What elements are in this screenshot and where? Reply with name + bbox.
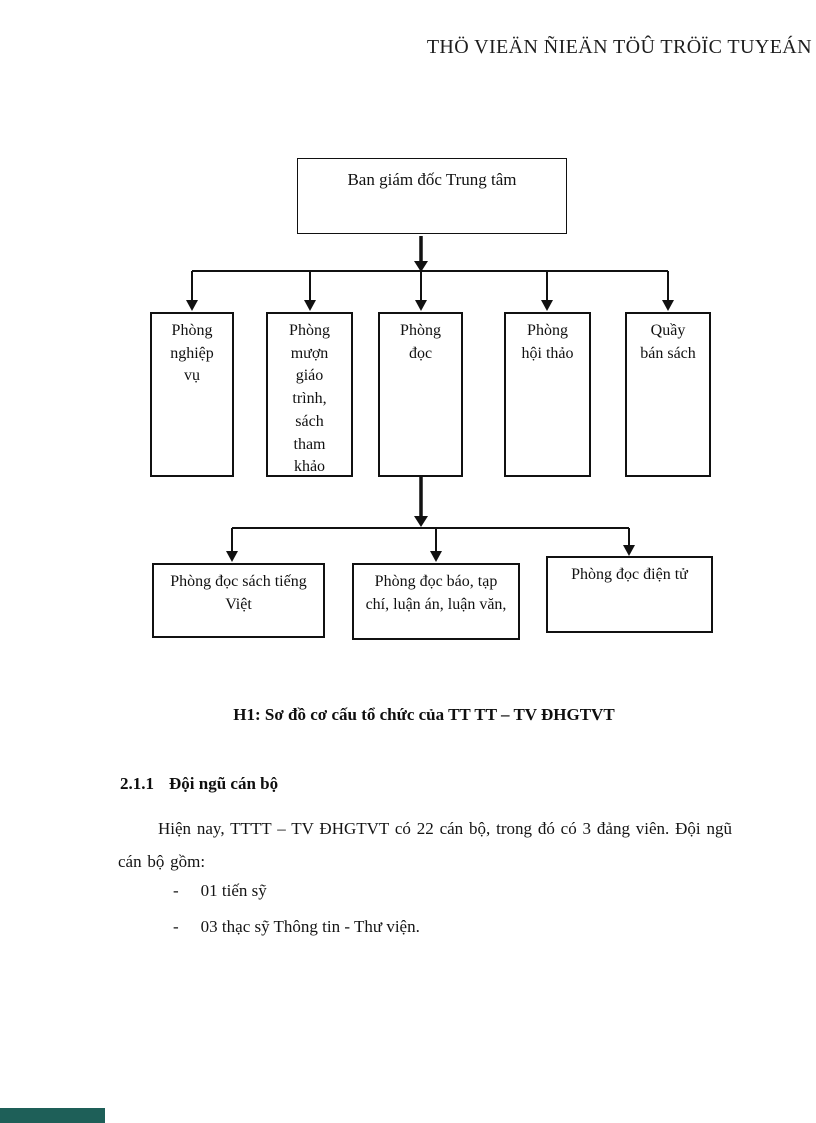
list-item: - 01 tiến sỹ <box>173 881 267 901</box>
org-box-professional-dept: Phòng nghiệp vụ <box>150 312 234 477</box>
section-title: Đội ngũ cán bộ <box>169 774 279 793</box>
watermark-bar <box>0 1108 105 1123</box>
section-heading: 2.1.1 Đội ngũ cán bộ <box>120 774 278 794</box>
figure-caption: H1: Sơ đồ cơ cấu tổ chức của TT TT – TV … <box>233 705 615 724</box>
page-header-watermark: THÖ VIEÄN ÑIEÄN TÖÛ TRÖÏC TUYEÁN <box>426 36 812 58</box>
org-box-periodicals-reading-room: Phòng đọc báo, tạp chí, luận án, luận vă… <box>352 563 520 640</box>
list-item-text: 01 tiến sỹ <box>200 881 267 900</box>
org-chart-connectors <box>186 236 674 562</box>
list-item-dash: - <box>173 881 179 900</box>
org-box-conference-dept: Phòng hội thảo <box>504 312 591 477</box>
org-box-electronic-reading-room: Phòng đọc điện tử <box>546 556 713 633</box>
list-item: - 03 thạc sỹ Thông tin - Thư viện. <box>173 917 420 937</box>
org-box-bookstore: Quầy bán sách <box>625 312 711 477</box>
list-item-text: 03 thạc sỹ Thông tin - Thư viện. <box>200 917 420 936</box>
org-box-textbook-lending-dept: Phòng mượn giáo trình, sách tham khảo <box>266 312 353 477</box>
body-paragraph: Hiện nay, TTTT – TV ĐHGTVT có 22 cán bộ,… <box>118 819 732 871</box>
list-item-dash: - <box>173 917 179 936</box>
org-box-director-board: Ban giám đốc Trung tâm <box>297 158 567 234</box>
org-box-vietnamese-reading-room: Phòng đọc sách tiếng Việt <box>152 563 325 638</box>
org-box-reading-dept: Phòng đọc <box>378 312 463 477</box>
section-number: 2.1.1 <box>120 774 154 793</box>
